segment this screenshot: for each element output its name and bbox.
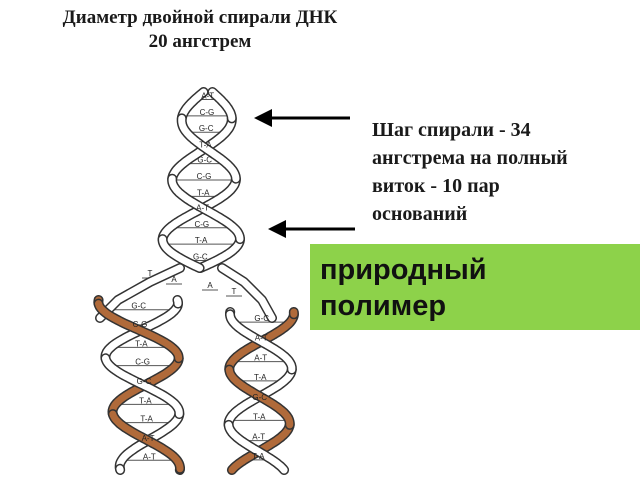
left-daughter-helix-pair-label: G-C: [131, 302, 146, 311]
parent-helix-pair-label: T-A: [197, 188, 210, 197]
parent-helix-pair-label: T-A: [199, 141, 212, 150]
base-pair-labels: A-T C-G G-C T-A G-C C-G T-A A-T C-G T-A G-C T A A T G-C…: [131, 92, 269, 462]
right-daughter-helix-pair-label: A-T: [252, 433, 265, 442]
banner-line-2: полимер: [320, 290, 447, 322]
fork-right-strand: [218, 264, 276, 322]
fork-base-label: T: [232, 287, 237, 296]
parent-helix-strand-b-front: [178, 114, 240, 183]
right-daughter-helix-strand-b-back: [228, 421, 294, 474]
banner-line-1: природный: [320, 254, 487, 286]
parent-helix-pair-label: A-T: [201, 92, 214, 101]
left-daughter-helix-pair-label: T-A: [140, 415, 153, 424]
left-daughter-helix-strand-b-front: [109, 410, 184, 473]
left-daughter-helix-strand-a-front: [173, 296, 182, 308]
parent-helix-pair-label: C-G: [194, 220, 209, 229]
left-daughter-helix-strand-b-front: [95, 300, 183, 362]
left-daughter-helix-pair-label: C-G: [135, 358, 150, 367]
title-line-2: 20 ангстрем: [148, 31, 252, 52]
parent-helix-pair-label: G-C: [193, 252, 208, 261]
fork-left-strand: [96, 264, 184, 322]
pitch-note-line-2: ангстрема на полный: [372, 147, 568, 169]
pitch-note-line-4: оснований: [372, 203, 468, 225]
parent-helix-strand-b-front: [159, 235, 204, 272]
fork-base-label: T: [148, 269, 153, 278]
parent-helix-pair-label: A-T: [196, 203, 209, 212]
arrow-top: [254, 109, 350, 127]
helix-pitch-note: Шаг спирали - 34 ангстрема на полный вит…: [372, 116, 634, 228]
natural-polymer-banner: природный полимер: [310, 244, 640, 330]
right-daughter-helix-strand-b-front: [225, 366, 294, 429]
left-daughter-helix-strand-a-front: [102, 354, 183, 418]
left-daughter-helix-pair-label: T-A: [135, 339, 148, 348]
right-daughter-helix-pair-label: A-T: [254, 354, 267, 363]
pitch-note-line-3: виток - 10 пар: [372, 175, 500, 197]
parent-helix-pair-label: T-A: [195, 236, 208, 245]
left-daughter-helix-pair-label: A-T: [142, 434, 155, 443]
dna-strands: [93, 87, 299, 475]
pitch-note-line-1: Шаг спирали - 34: [372, 119, 531, 141]
right-daughter-helix-pair-label: T-A: [253, 412, 266, 421]
right-daughter-helix-pair-label: G-C: [252, 393, 267, 402]
right-daughter-helix-pair-label: G-C: [254, 314, 269, 323]
parent-helix-strand-a-front: [208, 88, 236, 122]
left-daughter-helix-pair-label: A-T: [143, 452, 156, 461]
arrow-bottom: [268, 220, 355, 238]
right-daughter-helix-pair-label: A-T: [255, 333, 268, 342]
parent-helix-pair-label: G-C: [199, 124, 214, 133]
parent-helix-pair-label: G-C: [197, 156, 212, 165]
parent-helix-pair-label: C-G: [200, 108, 215, 117]
right-daughter-helix-pair-label: T-A: [252, 452, 265, 461]
diagram-title: Диаметр двойной спирали ДНК 20 ангстрем: [0, 6, 400, 54]
fork-base-label: A: [171, 275, 177, 284]
left-daughter-helix-pair-label: C-G: [133, 320, 148, 329]
right-daughter-helix-pair-label: T-A: [254, 373, 267, 382]
parent-helix-pair-label: C-G: [197, 172, 212, 181]
fork-base-label: A: [207, 281, 213, 290]
right-daughter-helix-strand-a-front: [225, 421, 288, 474]
title-line-1: Диаметр двойной спирали ДНК: [62, 7, 338, 28]
left-daughter-helix-pair-label: G-C: [137, 377, 152, 386]
left-daughter-helix-pair-label: T-A: [139, 396, 152, 405]
right-daughter-helix-strand-a-front: [226, 310, 296, 374]
parent-helix-strand-a-front: [168, 175, 244, 243]
